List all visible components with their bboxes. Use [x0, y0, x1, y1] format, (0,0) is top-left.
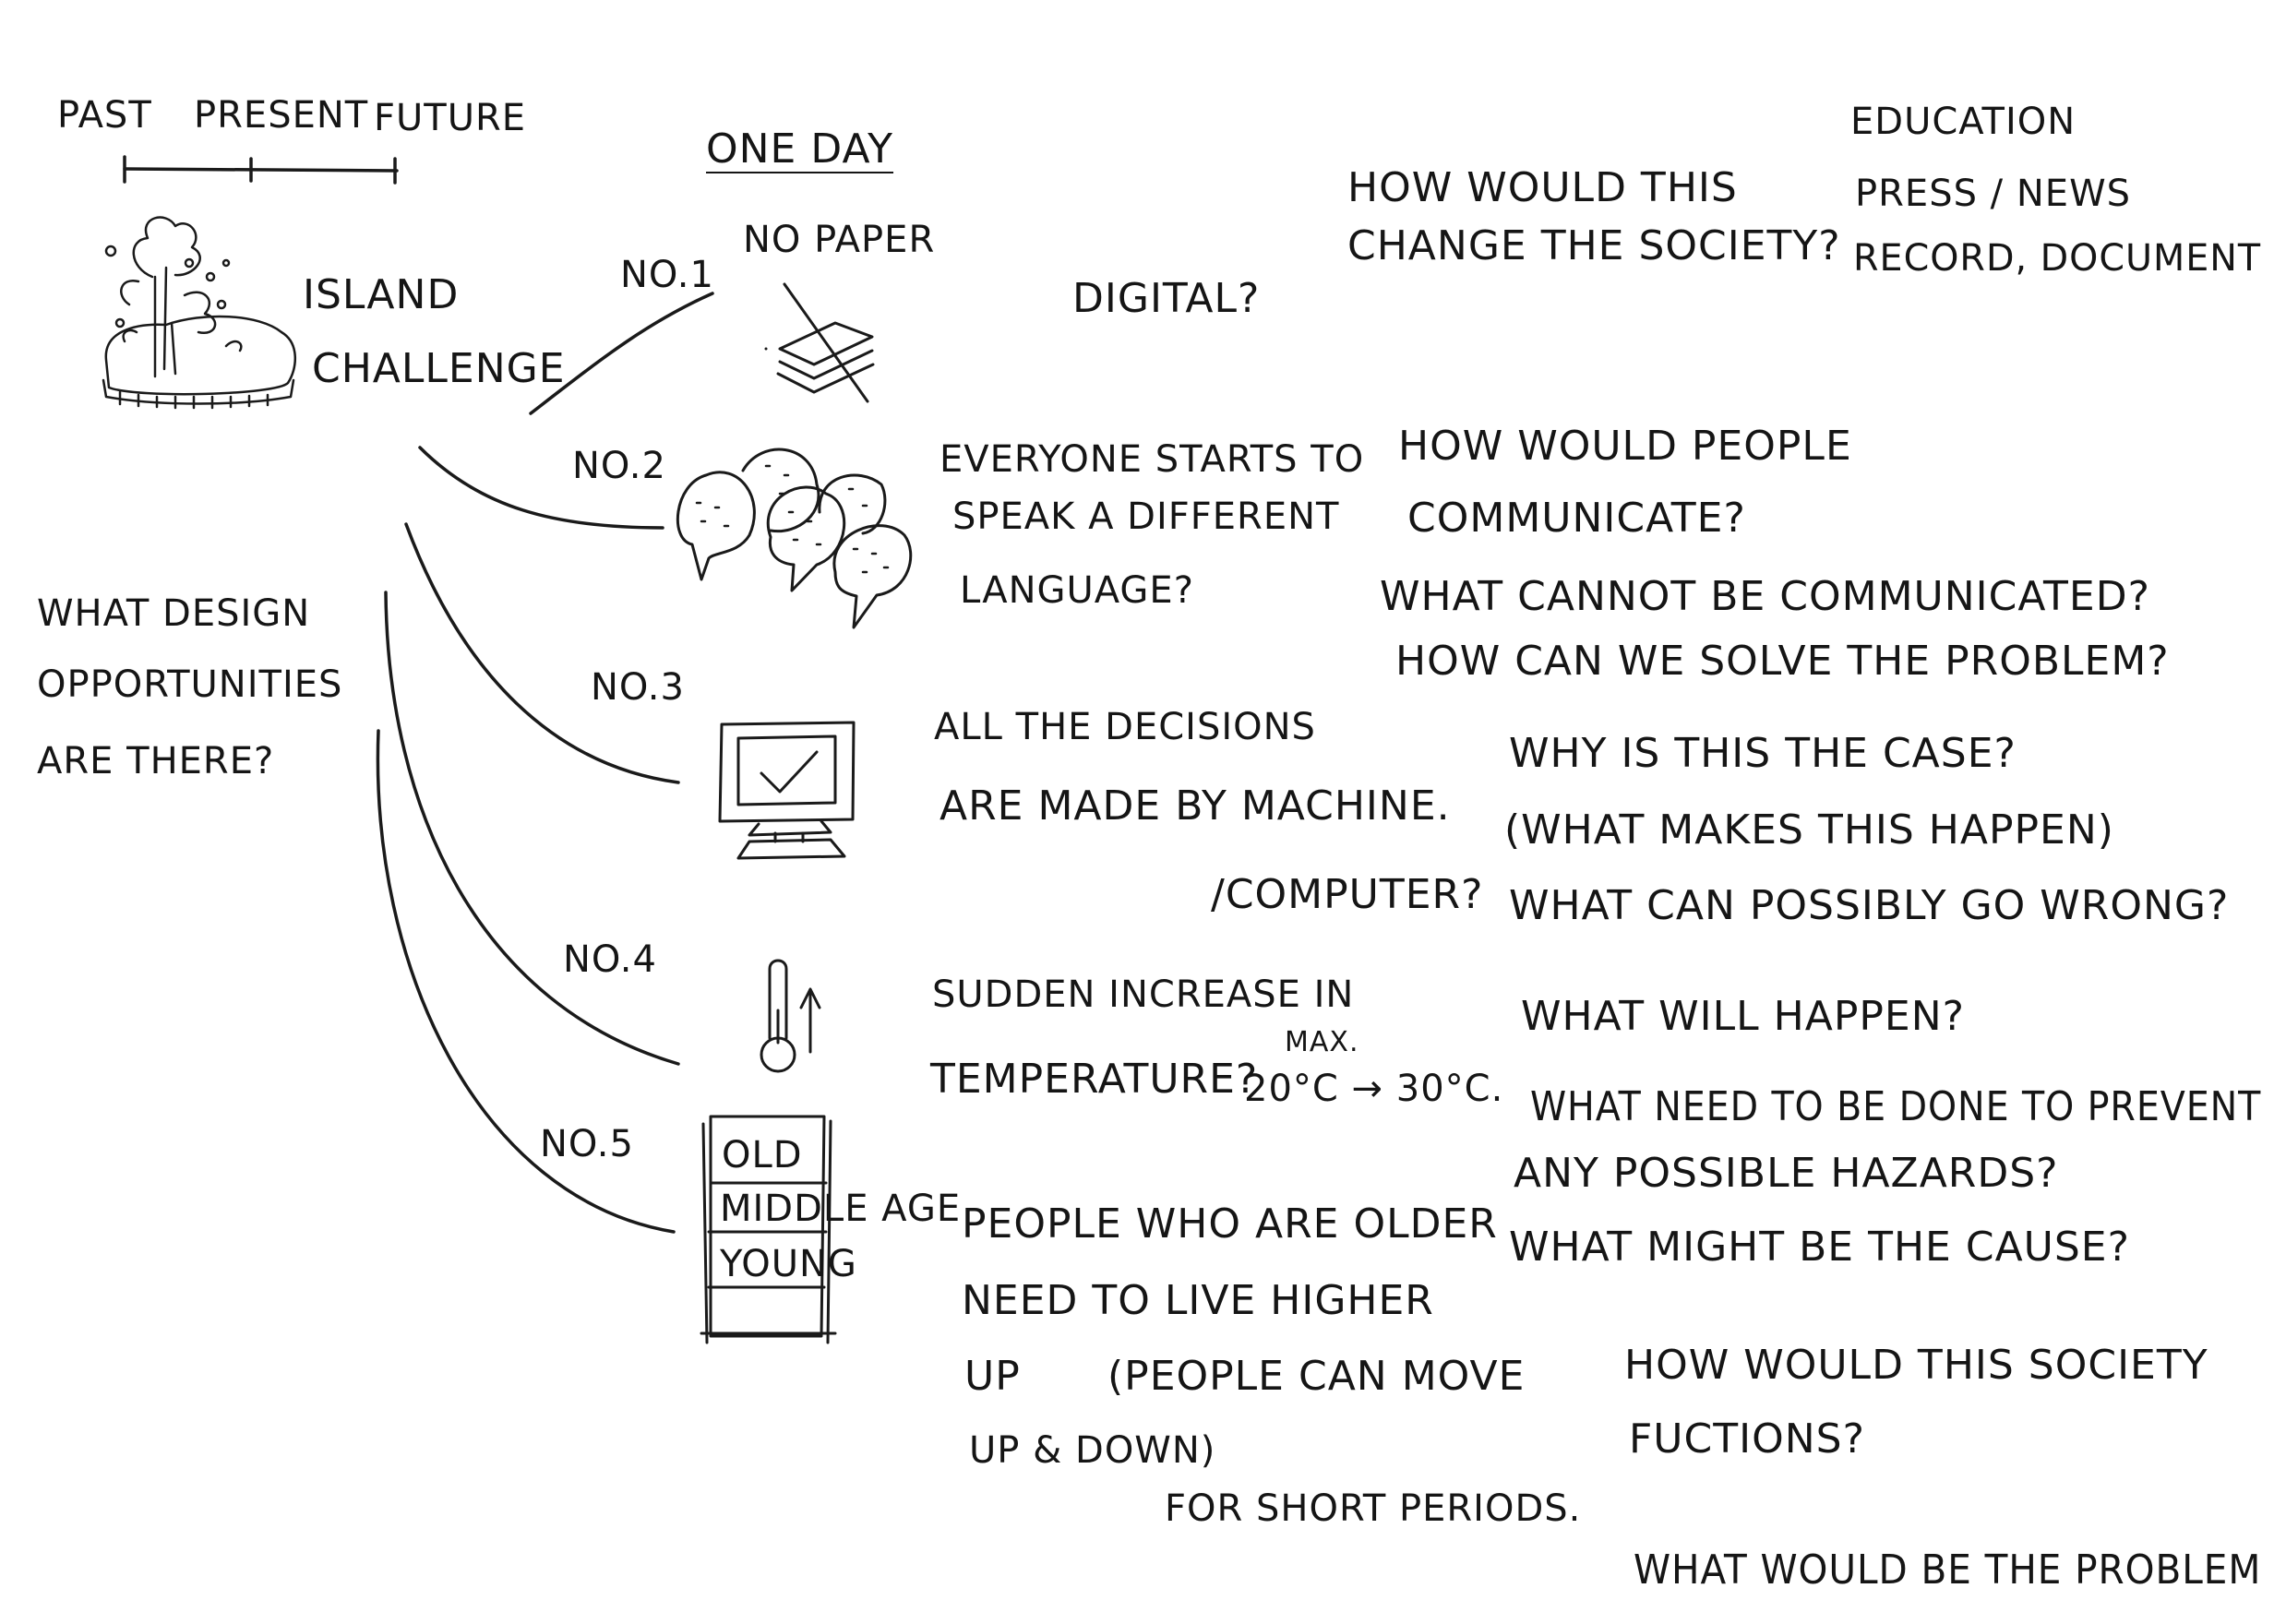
- scenario-5-text-5: UP & DOWN): [969, 1429, 1216, 1472]
- design-question-line-3: ARE THERE?: [37, 740, 275, 782]
- crossed-out-paper-icon: [764, 282, 875, 403]
- one-day-heading: ONE DAY: [706, 125, 894, 173]
- scenario-2-text-1: EVERYONE STARTS TO: [940, 438, 1365, 481]
- scenario-2-text-2: SPEAK A DIFFERENT: [952, 496, 1340, 538]
- age-level-young: YOUNG: [720, 1243, 857, 1285]
- timeline-future-label: FUTURE: [374, 97, 527, 139]
- scenario-2-text-3: LANGUAGE?: [960, 569, 1194, 612]
- scenario-number-1: NO.1: [620, 254, 714, 296]
- scenario-1-question-2: CHANGE THE SOCIETY?: [1347, 222, 1841, 269]
- scenario-3-text-3: /COMPUTER?: [1211, 871, 1484, 918]
- computer-checkmark-icon: [718, 721, 856, 860]
- scenario-1-question-1: HOW WOULD THIS: [1347, 164, 1738, 211]
- scenario-5-question-3: WHAT WOULD BE THE PROBLEM: [1634, 1546, 2262, 1594]
- branch-lines: [376, 292, 714, 1234]
- scenario-2-question-4: HOW CAN WE SOLVE THE PROBLEM?: [1395, 638, 2170, 685]
- timeline-present-label: PRESENT: [194, 94, 369, 137]
- thermometer-rising-icon: [760, 959, 821, 1073]
- scenario-5-question-2: FUCTIONS?: [1629, 1415, 1865, 1463]
- scenario-4-temp-range: 20°C → 30°C.: [1244, 1068, 1504, 1110]
- scenario-2-question-1: HOW WOULD PEOPLE: [1398, 423, 1852, 470]
- scenario-3-question-1: WHY IS THIS THE CASE?: [1509, 730, 2017, 777]
- scenario-5-text-4: (PEOPLE CAN MOVE: [1107, 1353, 1526, 1400]
- scenario-1-title: NO PAPER: [743, 219, 936, 261]
- island-label: ISLAND: [303, 271, 460, 318]
- scenario-4-max-label: MAX.: [1285, 1026, 1359, 1058]
- scenario-3-text-2: ARE MADE BY MACHINE.: [940, 782, 1451, 830]
- scenario-4-question-3: ANY POSSIBLE HAZARDS?: [1514, 1150, 2059, 1197]
- scenario-3-question-2: (WHAT MAKES THIS HAPPEN): [1504, 806, 2114, 854]
- scenario-5-text-6: FOR SHORT PERIODS.: [1165, 1487, 1582, 1530]
- scenario-2-question-2: COMMUNICATE?: [1407, 495, 1746, 542]
- age-level-middle-age: MIDDLE AGE: [720, 1188, 962, 1230]
- scenario-5-text-1: PEOPLE WHO ARE OLDER: [962, 1200, 1498, 1248]
- design-question-line-1: WHAT DESIGN: [37, 592, 311, 635]
- age-level-old: OLD: [722, 1134, 803, 1176]
- speech-bubbles-icon: [676, 448, 913, 629]
- scenario-4-question-4: WHAT MIGHT BE THE CAUSE?: [1509, 1224, 2130, 1271]
- scenario-1-text: DIGITAL?: [1072, 275, 1261, 322]
- scenario-3-text-1: ALL THE DECISIONS: [934, 706, 1316, 748]
- scenario-5-text-3: UP: [964, 1353, 1021, 1400]
- scenario-number-3: NO.3: [591, 666, 685, 709]
- scenario-4-question-1: WHAT WILL HAPPEN?: [1521, 993, 1965, 1040]
- scenario-number-4: NO.4: [563, 938, 657, 981]
- scenario-4-text-2: TEMPERATURE?: [930, 1056, 1259, 1103]
- scenario-4-question-2: WHAT NEED TO BE DONE TO PREVENT: [1530, 1083, 2262, 1130]
- scenario-number-2: NO.2: [572, 445, 666, 487]
- scenario-5-question-1: HOW WOULD THIS SOCIETY: [1624, 1342, 2208, 1389]
- scenario-number-5: NO.5: [540, 1123, 634, 1165]
- age-levels-building-icon: [700, 1115, 837, 1344]
- timeline-past-label: PAST: [57, 94, 152, 137]
- scenario-1-aspect-3: RECORD, DOCUMENT: [1853, 237, 2262, 280]
- design-question-line-2: OPPORTUNITIES: [37, 663, 343, 706]
- scenario-5-text-2: NEED TO LIVE HIGHER: [962, 1277, 1434, 1324]
- scenario-3-question-3: WHAT CAN POSSIBLY GO WRONG?: [1509, 882, 2230, 929]
- scenario-1-aspect-2: PRESS / NEWS: [1855, 173, 2132, 215]
- challenge-label: CHALLENGE: [312, 345, 566, 392]
- scenario-2-question-3: WHAT CANNOT BE COMMUNICATED?: [1380, 573, 2150, 620]
- island-icon: [102, 216, 297, 410]
- timeline-line: [123, 155, 399, 185]
- scenario-4-text-1: SUDDEN INCREASE IN: [932, 973, 1355, 1016]
- scenario-1-aspect-1: EDUCATION: [1850, 101, 2077, 143]
